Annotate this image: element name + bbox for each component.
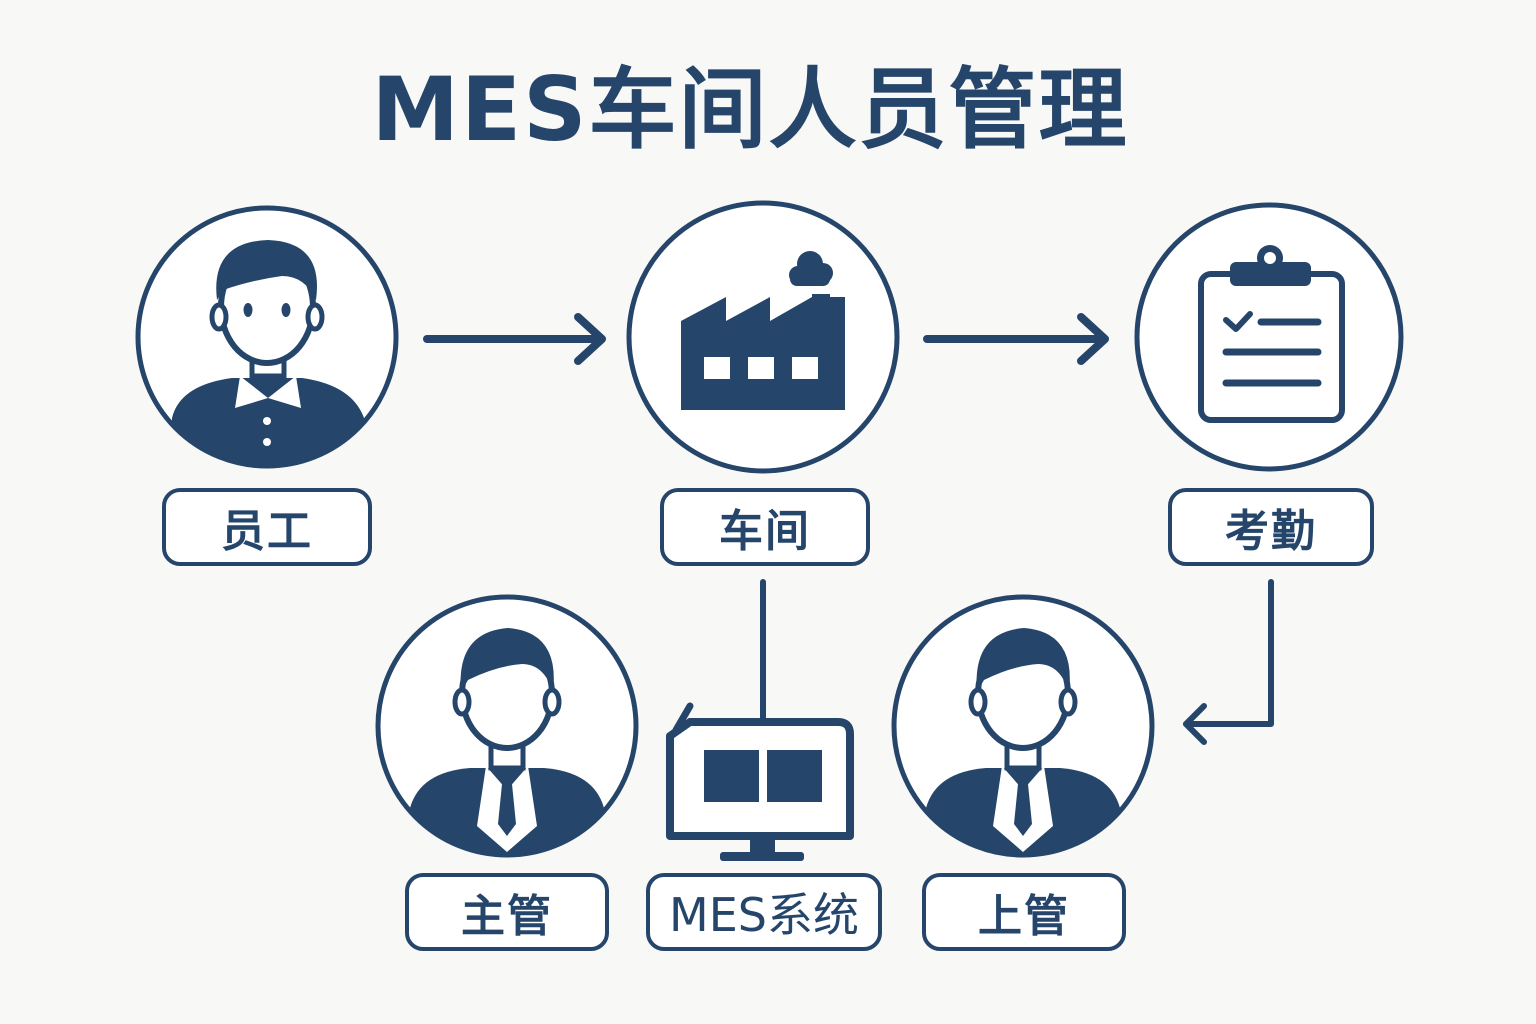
manager-icon	[410, 628, 604, 855]
employee-node	[135, 205, 399, 469]
attendance-node	[1134, 202, 1404, 472]
arrow-employee-to-workshop	[423, 313, 606, 365]
arrow-workshop-to-attendance	[923, 313, 1109, 365]
employee-label: 员工	[162, 488, 372, 566]
mes-system-node	[666, 702, 854, 861]
superior-label: 上管	[922, 873, 1126, 951]
supervisor-label: 主管	[405, 873, 609, 951]
clipboard-icon	[1198, 245, 1345, 423]
superior-node	[891, 594, 1155, 858]
mes-system-label: MES系统	[646, 873, 882, 951]
worker-icon	[172, 240, 364, 466]
arrow-attendance-to-superior	[1183, 579, 1274, 745]
manager-icon	[926, 628, 1120, 855]
monitor-icon	[666, 702, 854, 861]
diagram-title: MES车间人员管理	[371, 58, 1129, 161]
supervisor-node	[375, 594, 639, 858]
workshop-node	[626, 200, 900, 474]
factory-icon	[681, 251, 845, 410]
attendance-label: 考勤	[1168, 488, 1374, 566]
workshop-label: 车间	[660, 488, 870, 566]
